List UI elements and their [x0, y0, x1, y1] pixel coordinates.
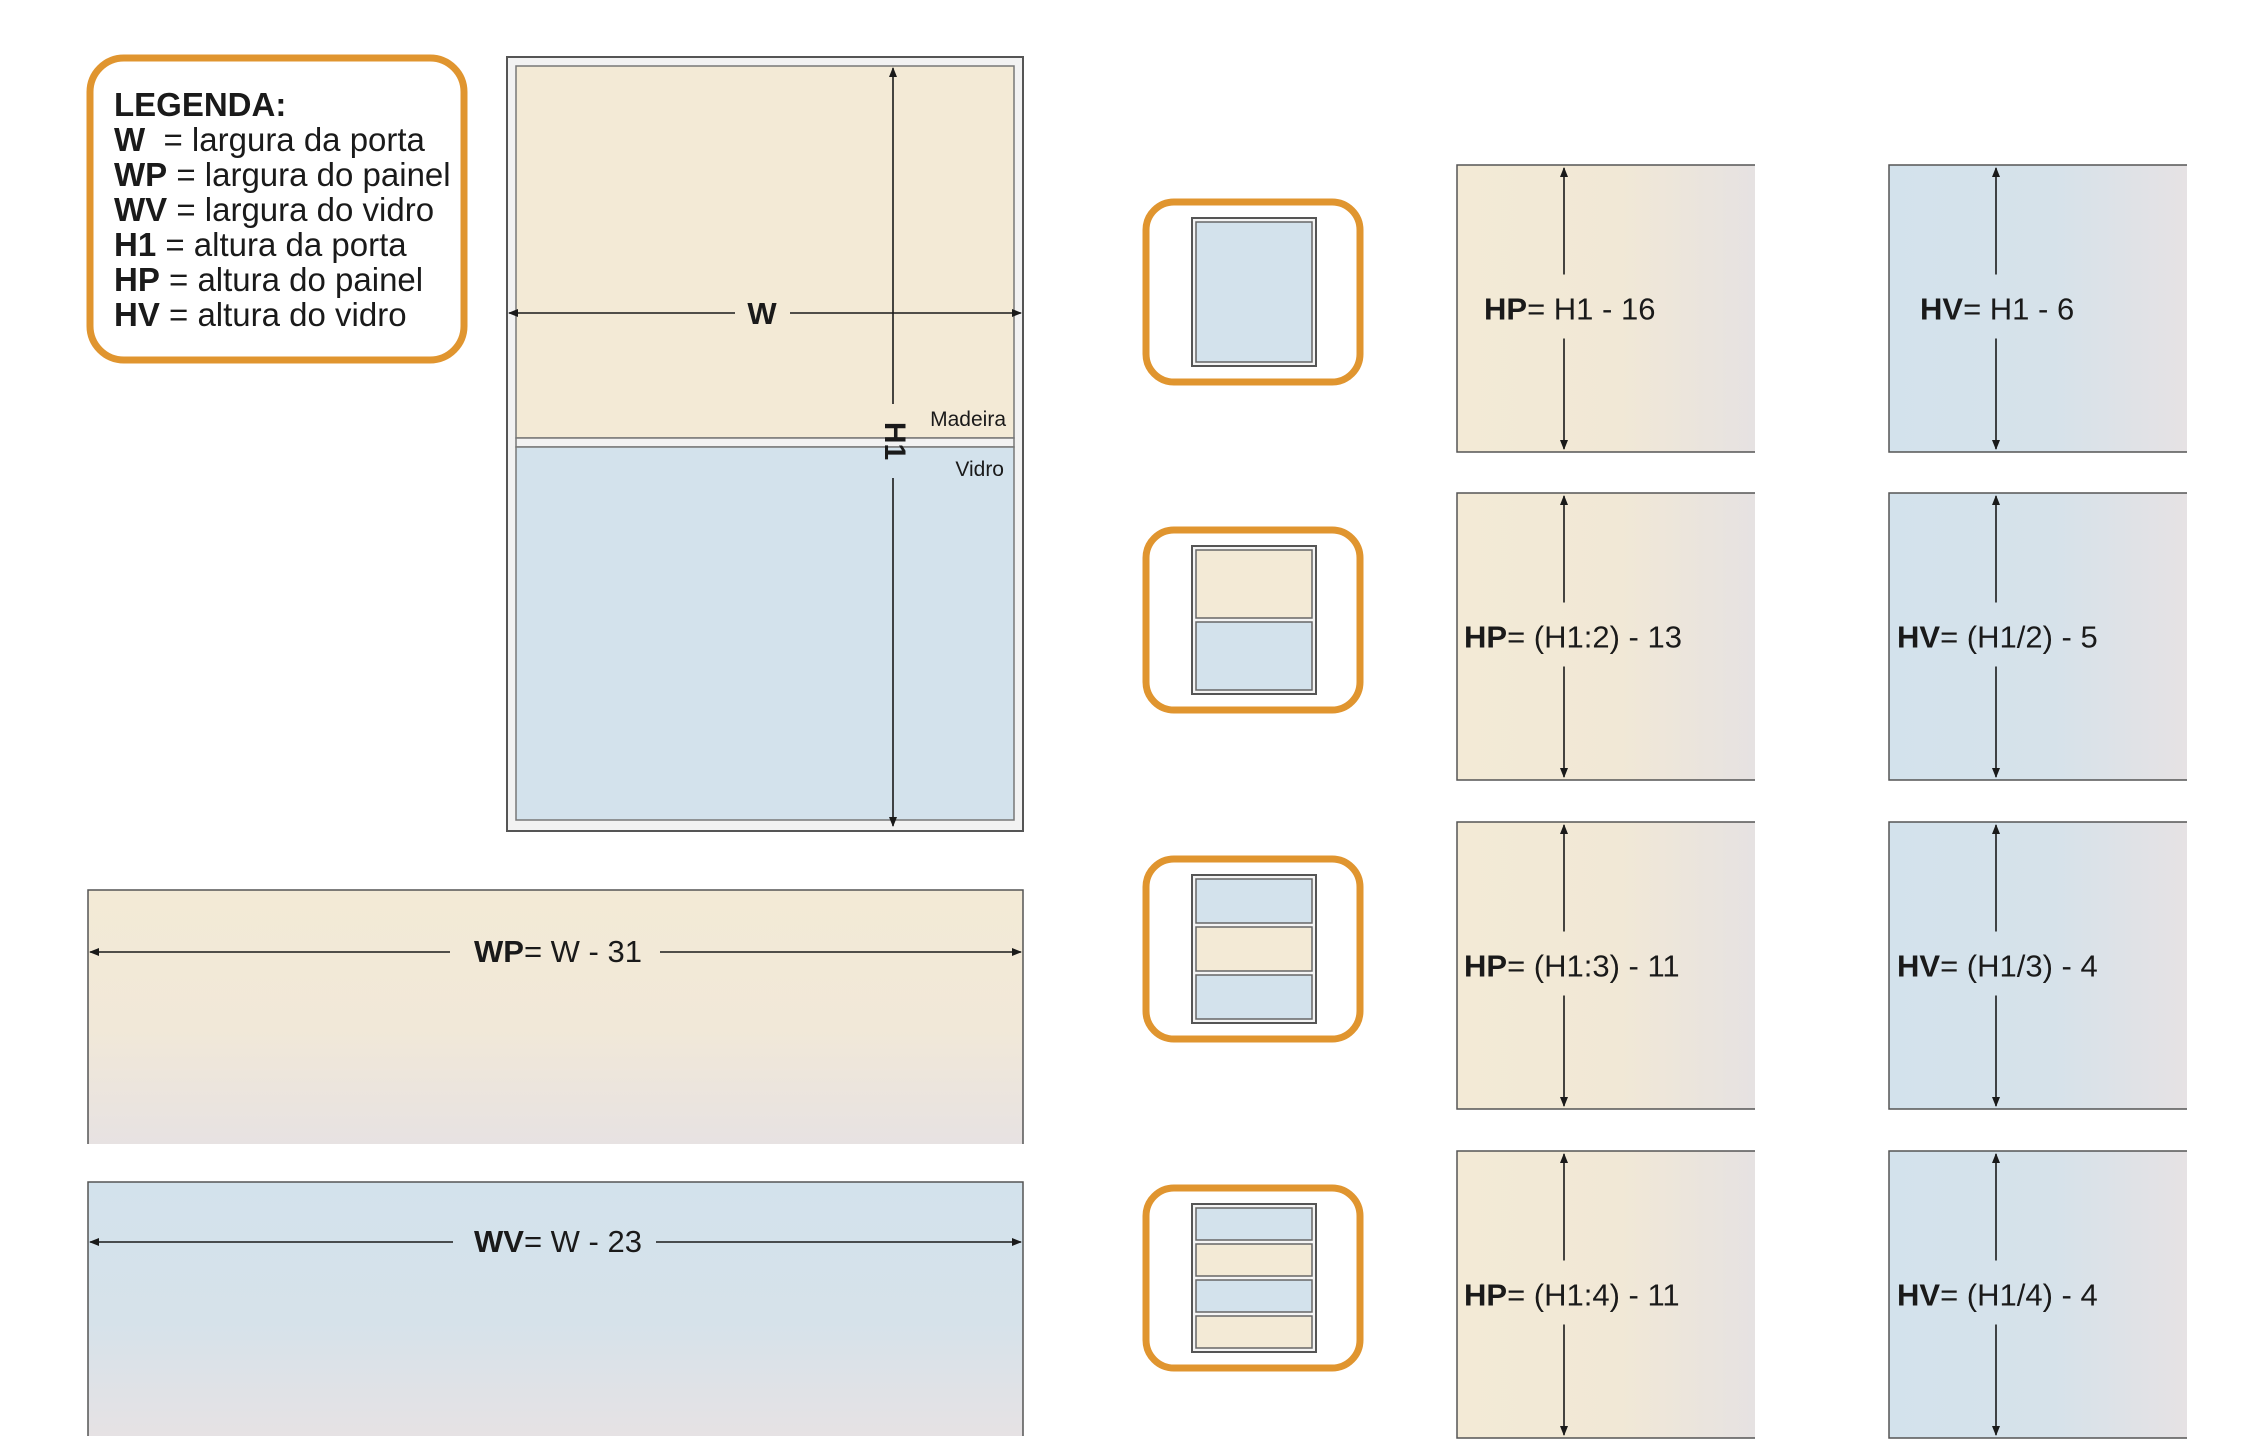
hv-formula: HV= H1 - 6 — [1920, 292, 2074, 327]
wp-formula: WP= W - 31 — [474, 934, 642, 969]
glass-height-box: HV= (H1/4) - 4 — [1888, 1150, 2187, 1439]
panel-height-swatch — [1457, 165, 1755, 452]
glass-height-swatch — [1889, 1151, 2187, 1438]
hp-formula: HP= (H1:4) - 11 — [1464, 1278, 1680, 1313]
door-type-section-wood — [1195, 926, 1313, 972]
legend-box — [86, 54, 468, 364]
panel-height-swatch — [1457, 493, 1755, 780]
panel-width-block: WP= W - 31 — [87, 889, 1024, 1144]
panel-width-swatch — [88, 890, 1023, 1144]
door-type-section-glass — [1195, 974, 1313, 1020]
hp-formula: HP= (H1:3) - 11 — [1464, 949, 1680, 984]
glass-height-swatch — [1889, 165, 2187, 452]
panel-height-swatch — [1457, 1151, 1755, 1438]
height-row-1: HP= H1 - 16 HV= H1 - 6 — [1142, 164, 2187, 453]
panel-height-box: HP= (H1:3) - 11 — [1456, 821, 1755, 1110]
panel-height-box: HP= H1 - 16 — [1456, 164, 1755, 453]
height-row-3: HP= (H1:3) - 11 HV= (H1/3) - 4 — [1142, 821, 2187, 1110]
legend-entry-h1: H1 = altura da porta — [114, 226, 407, 263]
panel-height-box: HP= (H1:4) - 11 — [1456, 1150, 1755, 1439]
h1-label: H1 — [878, 422, 911, 460]
door-type-section-glass — [1195, 221, 1313, 363]
height-row-4: HP= (H1:4) - 11 HV= (H1/4) - 4 — [1142, 1150, 2187, 1439]
door-type-section-wood — [1195, 549, 1313, 619]
door-drawing: H1 W Madeira Vidro — [506, 56, 1024, 832]
glass-label: Vidro — [955, 458, 1004, 481]
wv-formula: WV= W - 23 — [474, 1224, 642, 1259]
glass-height-swatch — [1889, 822, 2187, 1109]
door-type-section-wood — [1195, 1243, 1313, 1277]
door-type-section-glass — [1195, 1207, 1313, 1241]
door-type-section-glass — [1195, 621, 1313, 691]
glass-width-swatch — [88, 1182, 1023, 1436]
legend-entry-wp: WP = largura do painel — [114, 156, 451, 193]
door-type-section-glass — [1195, 1279, 1313, 1313]
door-type-section-wood — [1195, 1315, 1313, 1349]
legend-entry-hv: HV = altura do vidro — [114, 296, 407, 333]
glass-height-swatch — [1889, 493, 2187, 780]
hv-formula: HV= (H1/2) - 5 — [1897, 620, 2098, 655]
glass-height-box: HV= (H1/3) - 4 — [1888, 821, 2187, 1110]
panel-height-swatch — [1457, 822, 1755, 1109]
panel-height-box: HP= (H1:2) - 13 — [1456, 492, 1755, 781]
hv-formula: HV= (H1/4) - 4 — [1897, 1278, 2098, 1313]
hp-formula: HP= (H1:2) - 13 — [1464, 620, 1682, 655]
glass-width-block: WV= W - 23 — [87, 1181, 1024, 1436]
w-label: W — [747, 296, 777, 331]
wood-label: Madeira — [930, 408, 1006, 431]
door-wood-panel — [515, 65, 1015, 439]
hv-formula: HV= (H1/3) - 4 — [1897, 949, 2098, 984]
height-row-2: HP= (H1:2) - 13 HV= (H1/2) - 5 — [1142, 492, 2187, 781]
hp-formula: HP= H1 - 16 — [1484, 292, 1655, 327]
glass-height-box: HV= (H1/2) - 5 — [1888, 492, 2187, 781]
legend-entry-wv: WV = largura do vidro — [114, 191, 434, 228]
glass-height-box: HV= H1 - 6 — [1888, 164, 2187, 453]
door-divider-rail — [515, 437, 1015, 448]
legend-title: LEGENDA: — [114, 86, 286, 123]
door-type-section-glass — [1195, 878, 1313, 924]
door-glass-panel — [515, 446, 1015, 821]
legend-entry-w: W = largura da porta — [114, 121, 426, 158]
height-formula-rows: HP= H1 - 16 HV= H1 - 6 HP= (H1:2) - 13 HV= … — [1142, 164, 2187, 1439]
legend-entry-hp: HP = altura do painel — [114, 261, 423, 298]
